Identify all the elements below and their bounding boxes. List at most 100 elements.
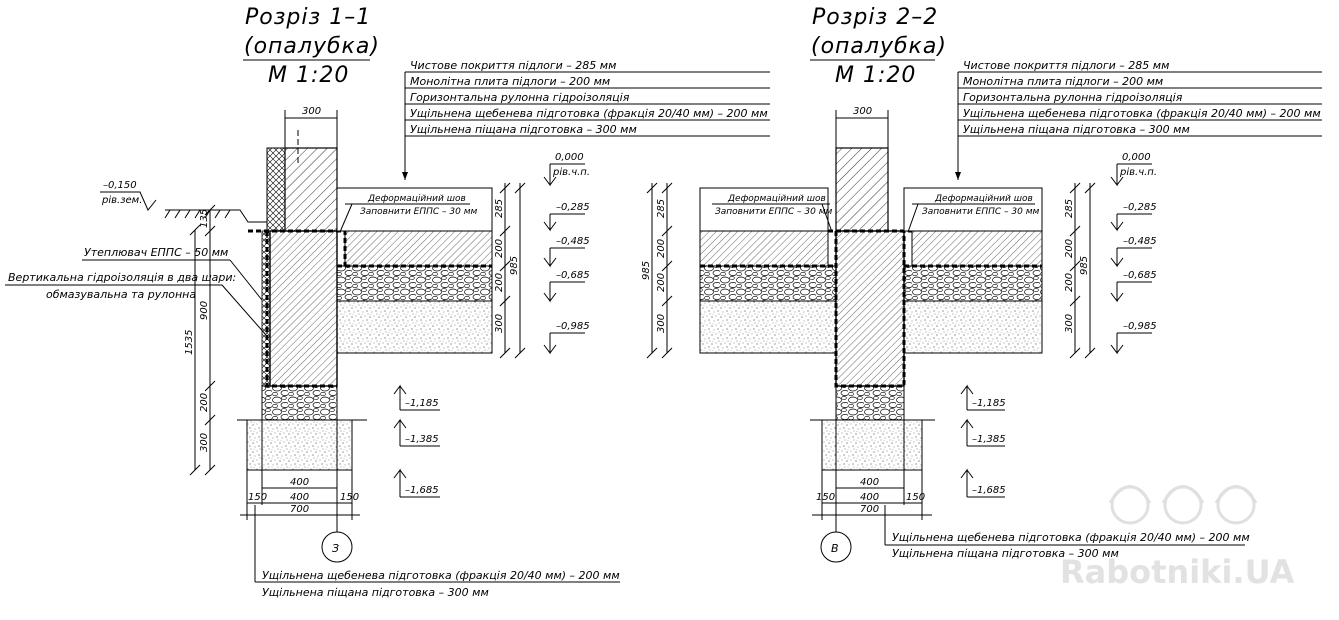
floor-level: 0,000 bbox=[1122, 152, 1151, 163]
dim-bottom: 150 bbox=[906, 492, 925, 503]
dim-left: 300 bbox=[656, 314, 667, 333]
level-marks-right: 0,000 рів.ч.п. –0,285 –0,485 –0,685 –0,9… bbox=[543, 152, 590, 355]
foundation-note: Ущільнена щебенева підготовка (фракція 2… bbox=[892, 531, 1250, 544]
dim-bottom: 700 bbox=[860, 504, 879, 515]
layer-label: Ущільнена піщана підготовка – 300 мм bbox=[963, 123, 1190, 136]
ground-line bbox=[165, 209, 267, 223]
watermark: Rabotniki.UA bbox=[1060, 485, 1295, 591]
dim-left: 200 bbox=[199, 393, 210, 412]
foundation-sand bbox=[246, 419, 353, 471]
floor-level-label: рів.ч.п. bbox=[1119, 166, 1157, 178]
joint-label: Деформаційний шов bbox=[934, 194, 1033, 204]
foundation-sand bbox=[821, 419, 923, 471]
level-mark: –0,985 bbox=[556, 321, 590, 332]
foundation-note: Ущільнена піщана підготовка – 300 мм bbox=[262, 586, 489, 599]
dim-bottom: 150 bbox=[340, 492, 359, 503]
level-mark: –1,385 bbox=[405, 434, 439, 445]
sand-layer-right bbox=[903, 300, 1043, 354]
dim-right: 985 bbox=[509, 256, 520, 275]
layer-label: Монолітна плита підлоги – 200 мм bbox=[963, 75, 1163, 88]
joint-label: Деформаційний шов bbox=[367, 194, 466, 204]
level-mark: –0,685 bbox=[556, 270, 590, 281]
floor-level: 0,000 bbox=[555, 152, 584, 163]
ground-level-label: рів.зем. bbox=[101, 194, 142, 206]
foundation-note: Ущільнена піщана підготовка – 300 мм bbox=[892, 547, 1119, 560]
floor-slab-right bbox=[911, 230, 1043, 267]
section-scale: М 1:20 bbox=[835, 63, 916, 88]
layer-label: Монолітна плита підлоги – 200 мм bbox=[410, 75, 610, 88]
dim-right: 200 bbox=[1064, 273, 1075, 292]
sand-layer-left bbox=[699, 300, 837, 354]
section-subtitle: (опалубка) bbox=[811, 34, 947, 59]
dim-right: 285 bbox=[494, 199, 505, 218]
section-title: Розріз 1–1 bbox=[245, 5, 371, 30]
layer-label: Горизонтальна рулонна гідроізоляція bbox=[963, 91, 1183, 104]
dim-bottom: 400 bbox=[860, 492, 879, 503]
gravel-layer bbox=[336, 265, 493, 302]
brick-wall bbox=[284, 147, 338, 232]
dim-left: 135 bbox=[199, 209, 210, 228]
watermark-text: Rabotniki.UA bbox=[1060, 553, 1295, 591]
gravel-layer-left bbox=[699, 265, 837, 302]
level-mark: –1,185 bbox=[405, 398, 439, 409]
dim-right: 300 bbox=[494, 314, 505, 333]
floor-finish-right bbox=[903, 187, 1043, 232]
level-mark: –0,285 bbox=[1123, 202, 1157, 213]
joint-fill-label: Заповнити ЕППС – 30 мм bbox=[360, 207, 477, 217]
dim-bottom: 150 bbox=[248, 492, 267, 503]
waterproofing-note-1: Вертикальна гідроізоляція в два шари: bbox=[8, 271, 236, 284]
layer-label: Ущільнена піщана підготовка – 300 мм bbox=[410, 123, 637, 136]
axis-marker bbox=[820, 531, 852, 563]
level-mark: –1,685 bbox=[405, 485, 439, 496]
layer-legend: Чистове покриття підлоги – 285 мм Монолі… bbox=[955, 59, 1322, 180]
level-mark: –1,385 bbox=[972, 434, 1006, 445]
dim-right: 200 bbox=[1064, 239, 1075, 258]
dim-bottom: 400 bbox=[290, 477, 309, 488]
ground-level: –0,150 bbox=[103, 180, 137, 191]
level-mark: –0,285 bbox=[556, 202, 590, 213]
level-mark: –0,685 bbox=[1123, 270, 1157, 281]
section-1-1: Розріз 1–1 (опалубка) М 1:20 Чистове пок… bbox=[5, 5, 770, 599]
helmet-worker-icon bbox=[1108, 485, 1258, 525]
dim-left: 300 bbox=[199, 433, 210, 452]
section-subtitle: (опалубка) bbox=[244, 34, 380, 59]
wall-width-dim: 300 bbox=[853, 106, 872, 117]
dim-right: 200 bbox=[494, 273, 505, 292]
section-title: Розріз 2–2 bbox=[812, 5, 938, 30]
axis-label: З bbox=[332, 542, 339, 555]
dim-right: 300 bbox=[1064, 314, 1075, 333]
floor-level-label: рів.ч.п. bbox=[552, 166, 590, 178]
level-marks-foundation: –1,185 –1,385 –1,685 bbox=[960, 384, 1006, 498]
dim-left: 900 bbox=[199, 301, 210, 320]
foundation-note: Ущільнена щебенева підготовка (фракція 2… bbox=[262, 569, 620, 582]
axis-marker bbox=[321, 531, 353, 563]
layer-label: Чистове покриття підлоги – 285 мм bbox=[410, 59, 616, 72]
dim-left: 200 bbox=[656, 273, 667, 292]
layer-label: Горизонтальна рулонна гідроізоляція bbox=[410, 91, 630, 104]
section-2-2: Розріз 2–2 (опалубка) М 1:20 Чистове пок… bbox=[641, 5, 1322, 563]
dim-bottom: 150 bbox=[816, 492, 835, 503]
level-mark: –1,685 bbox=[972, 485, 1006, 496]
foundation-wall bbox=[835, 230, 905, 387]
sand-layer bbox=[336, 300, 493, 354]
gravel-layer-right bbox=[903, 265, 1043, 302]
dim-bottom: 400 bbox=[290, 492, 309, 503]
dim-right: 985 bbox=[1079, 256, 1090, 275]
waterproofing-note-2: обмазувальна та рулонна bbox=[46, 288, 196, 301]
dim-left: 985 bbox=[641, 261, 652, 280]
level-mark: –1,185 bbox=[972, 398, 1006, 409]
dim-bottom: 400 bbox=[860, 477, 879, 488]
joint-label: Деформаційний шов bbox=[727, 194, 826, 204]
section-scale: М 1:20 bbox=[268, 63, 349, 88]
dim-bottom: 700 bbox=[290, 504, 309, 515]
level-marks-right: 0,000 рів.ч.п. –0,285 –0,485 –0,685 –0,9… bbox=[1110, 152, 1157, 355]
brick-wall bbox=[835, 147, 889, 232]
axis-label: В bbox=[831, 542, 839, 555]
level-mark: –0,485 bbox=[556, 236, 590, 247]
layer-legend: Чистове покриття підлоги – 285 мм Монолі… bbox=[402, 59, 770, 180]
floor-slab-left bbox=[699, 230, 829, 267]
level-marks-foundation: –1,185 –1,385 –1,685 bbox=[393, 384, 440, 498]
wall-width-dim: 300 bbox=[302, 106, 321, 117]
floor-finish-left bbox=[699, 187, 829, 232]
